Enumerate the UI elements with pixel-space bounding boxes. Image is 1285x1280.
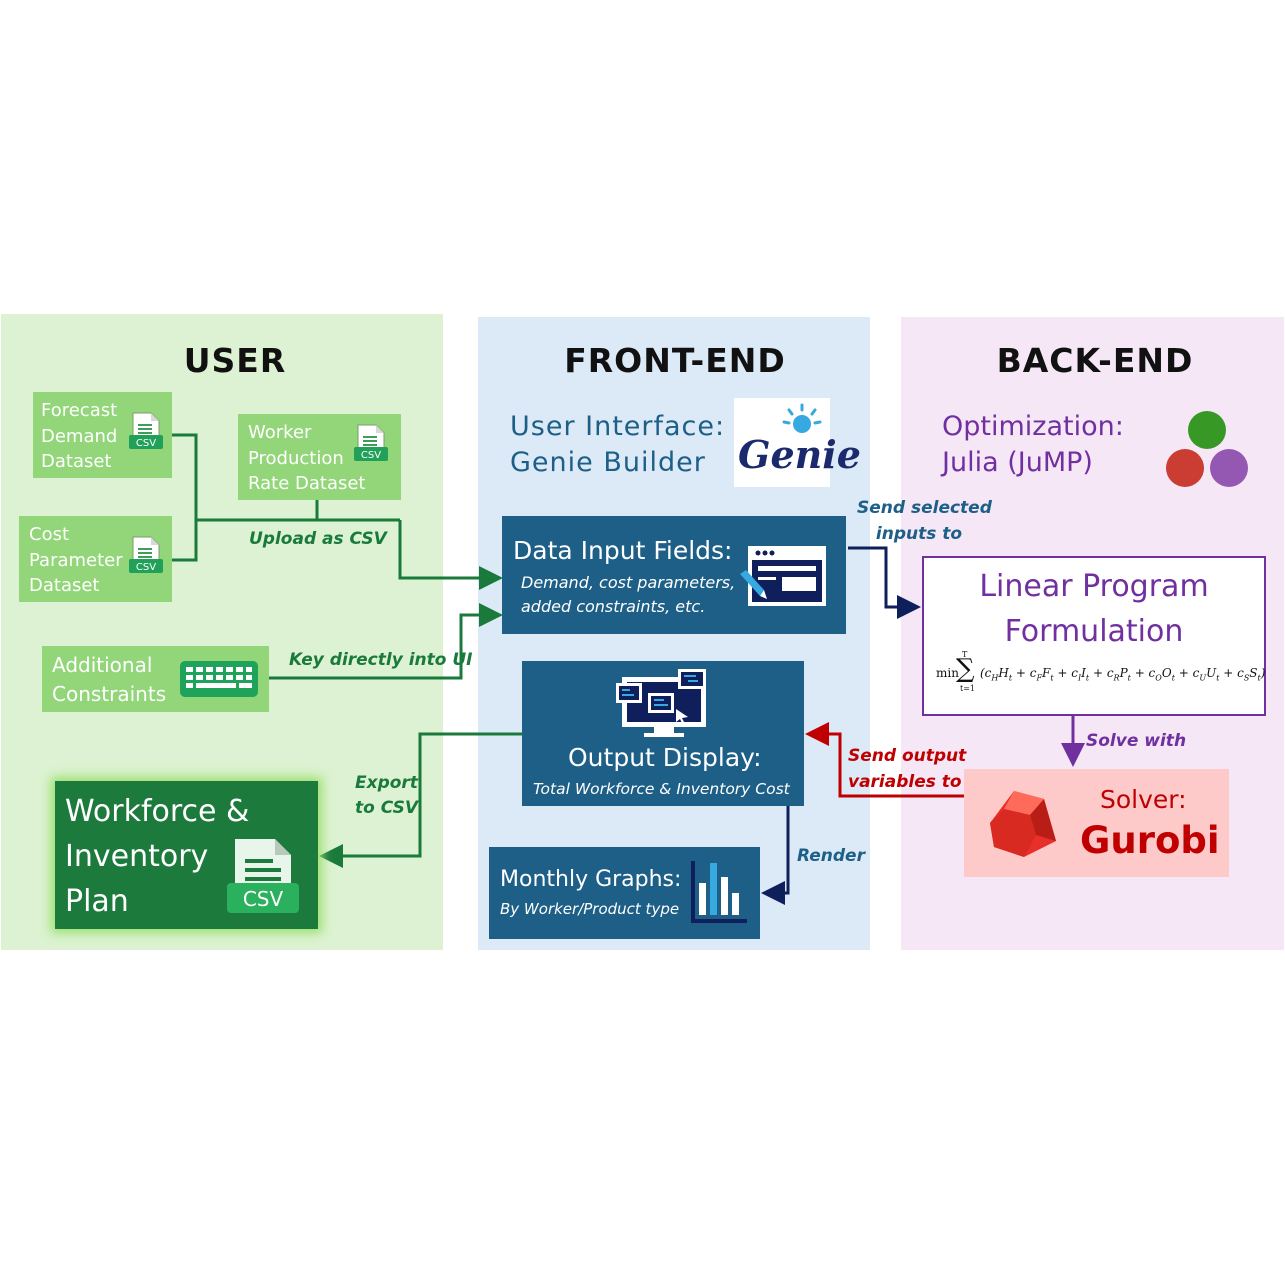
linear-program-box: Linear Program Formulation min T ∑ t=1 (…	[922, 556, 1266, 716]
worker-production-rate-dataset: Worker Production Rate Dataset CSV	[238, 414, 401, 500]
send-selected-inputs-label: Send selected inputs to	[857, 498, 992, 544]
bar-chart-icon	[691, 861, 747, 923]
monthly-graphs-box: Monthly Graphs: By Worker/Product type	[489, 847, 760, 939]
user-panel-title: USER	[183, 341, 287, 380]
output-display-box: Output Display: Total Workforce & Invent…	[522, 661, 804, 806]
optimization-title: Optimization: Julia (JuMP)	[942, 411, 1124, 478]
genie-logo-text: Genie	[738, 432, 861, 477]
svg-text:CSV: CSV	[243, 887, 284, 911]
user-interface-title: User Interface: Genie Builder	[510, 411, 726, 478]
upload-as-csv-label: Upload as CSV	[249, 529, 387, 549]
csv-file-icon: CSV	[129, 536, 163, 573]
additional-constraints: Additional Constraints	[42, 646, 269, 712]
monthly-graphs-title: Monthly Graphs:	[500, 867, 682, 892]
svg-text:CSV: CSV	[361, 450, 381, 461]
data-input-fields-box: Data Input Fields: Demand, cost paramete…	[502, 516, 846, 634]
cost-parameter-dataset: Cost Parameter Dataset CSV	[19, 516, 172, 602]
svg-text:CSV: CSV	[136, 438, 156, 449]
render-label: Render	[797, 846, 865, 866]
julia-logo-icon	[1166, 411, 1248, 487]
solver-name: Gurobi	[1080, 819, 1220, 862]
monthly-graphs-subtitle: By Worker/Product type	[500, 900, 680, 918]
csv-file-icon: CSV	[227, 839, 299, 913]
svg-text:CSV: CSV	[136, 562, 156, 573]
csv-file-icon: CSV	[129, 412, 163, 449]
gurobi-logo-icon	[990, 791, 1056, 857]
lightbulb-icon	[782, 403, 822, 433]
forecast-demand-dataset: Forecast Demand Dataset CSV	[33, 392, 172, 478]
solver-label: Solver:	[1100, 785, 1187, 814]
gurobi-solver-box: Solver: Gurobi	[964, 769, 1229, 877]
key-directly-into-ui-label: Key directly into UI	[289, 650, 473, 670]
genie-logo: Genie	[734, 398, 861, 487]
form-edit-icon	[740, 546, 826, 606]
monitor-icon	[616, 669, 706, 737]
linear-program-title: Linear Program Formulation	[979, 569, 1209, 649]
backend-panel-title: BACK-END	[996, 341, 1194, 380]
frontend-panel-title: FRONT-END	[564, 341, 786, 380]
data-input-fields-title: Data Input Fields:	[513, 536, 733, 565]
output-display-subtitle: Total Workforce & Inventory Cost	[533, 780, 790, 798]
data-input-fields-subtitle: Demand, cost parameters, added constrain…	[521, 573, 736, 616]
output-display-title: Output Display:	[568, 743, 762, 772]
workforce-inventory-plan: Workforce & Inventory Plan CSV	[55, 781, 318, 929]
keyboard-icon	[180, 661, 258, 697]
csv-file-icon: CSV	[354, 424, 388, 461]
solve-with-label: Solve with	[1086, 731, 1187, 751]
send-output-variables-label: Send output variables to	[848, 746, 967, 792]
export-to-csv-label: Export to CSV	[355, 773, 418, 818]
